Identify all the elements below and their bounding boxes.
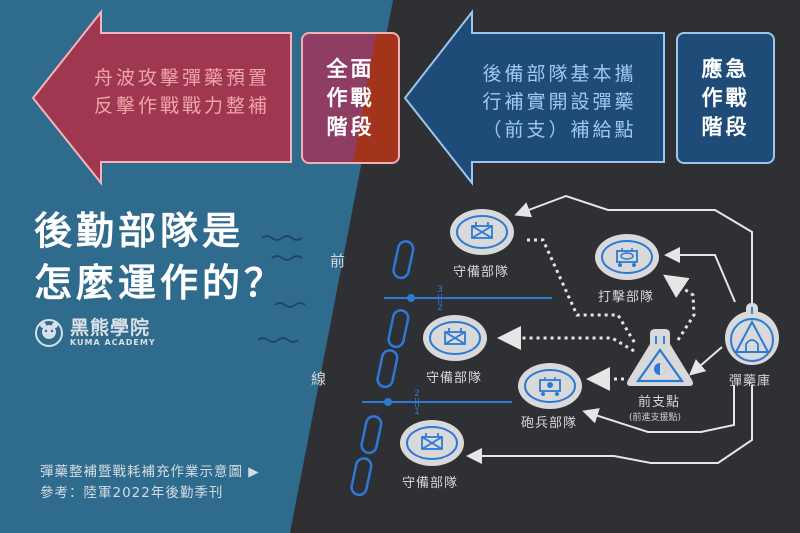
guard-mid-node — [423, 315, 487, 361]
kuma-academy-logo: 黑熊學院 KUMA ACADEMY — [34, 318, 156, 348]
guard-top-node — [450, 209, 514, 255]
forward-supply-node — [627, 329, 693, 386]
artillery-node — [518, 363, 582, 409]
emergency-arrow — [403, 9, 665, 186]
artillery-label: 砲兵部隊 — [521, 416, 578, 431]
front-line-chain — [350, 240, 415, 497]
forward-supply-sublabel: (前進支援點) — [629, 413, 682, 423]
front-line-label-bottom: 線 — [311, 370, 327, 388]
full-combat-arrow-text: 舟波攻擊彈藥預置 反擊作戰戰力整補 — [93, 67, 270, 117]
depot-label: 彈藥庫 — [729, 374, 772, 389]
emergency-stage-box: 應急 作戰 階段 — [676, 32, 775, 164]
guard-top-label: 守備部隊 — [453, 265, 510, 280]
wave-decorations — [257, 235, 306, 343]
guard-bottom-label: 守備部隊 — [402, 476, 459, 491]
emergency-arrow-text: 後備部隊基本攜 行補實開設彈藥 （前支）補給點 — [482, 63, 637, 141]
strike-label: 打擊部隊 — [598, 290, 655, 305]
bear-logo-icon — [35, 319, 63, 347]
guard-mid-label: 守備部隊 — [426, 371, 483, 386]
boundary-tick-upper: 3 || 2 — [436, 285, 444, 313]
caption: 彈藥整補暨戰耗補充作業示意圖 ▶ 參考：陸軍2022年後勤季刊 — [40, 464, 260, 501]
guard-bottom-node — [400, 420, 464, 466]
depot-node — [725, 303, 779, 365]
boundary-tick-lower: 2 || 1 — [413, 389, 421, 417]
page-title: 後勤部隊是 怎麼運作的？ — [34, 209, 287, 305]
boundary-lines — [362, 294, 552, 406]
front-line-label-top: 前 — [330, 252, 346, 270]
full-combat-stage-box: 全面 作戰 階段 — [301, 32, 400, 164]
forward-supply-label: 前支點 — [638, 395, 681, 410]
strike-node — [595, 234, 659, 280]
full-combat-arrow — [31, 9, 292, 186]
